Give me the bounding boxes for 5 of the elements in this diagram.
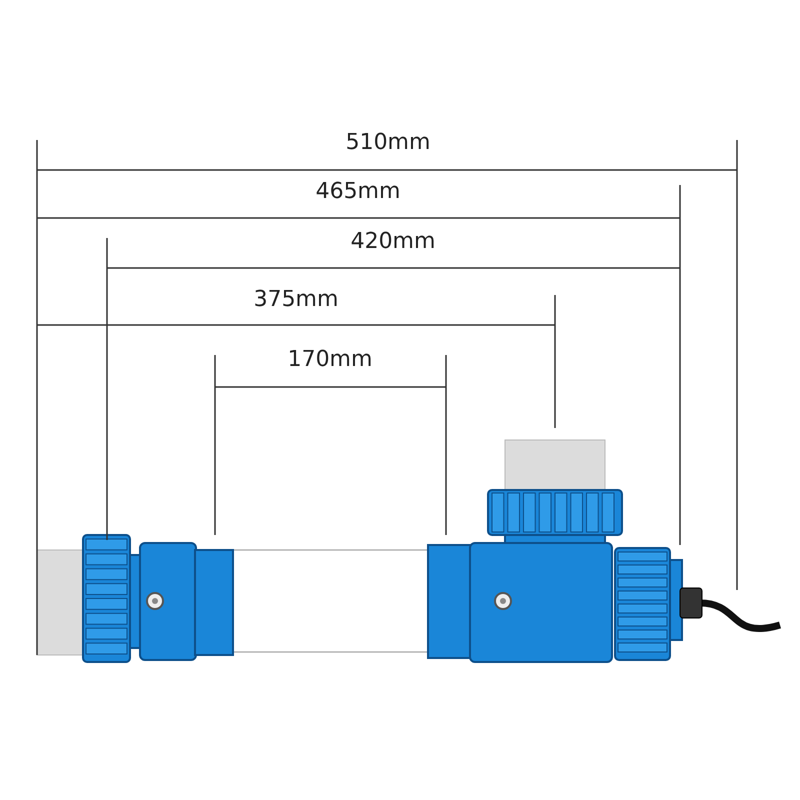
dimension-label: 510mm (346, 130, 430, 156)
dimension-label: 465mm (316, 179, 400, 205)
dimension-label: 170mm (288, 347, 372, 373)
dimension-label: 420mm (350, 229, 436, 255)
dimension-label: 375mm (254, 287, 338, 313)
